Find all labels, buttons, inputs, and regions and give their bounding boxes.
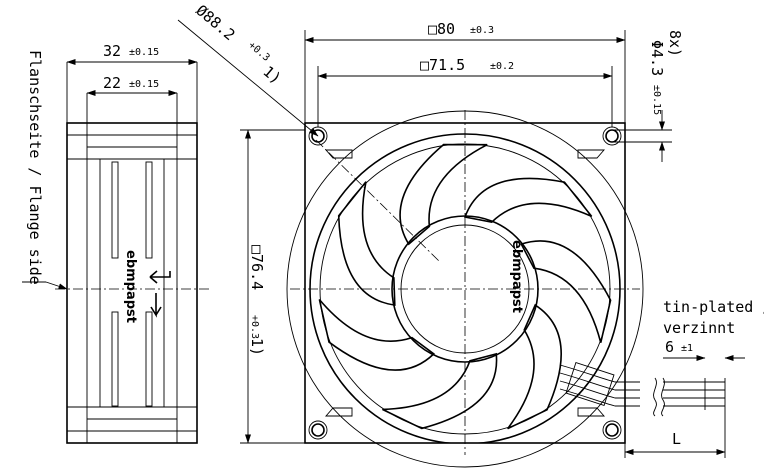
wire-note-line2: verzinnt: [663, 319, 735, 337]
side-slot: [145, 161, 153, 259]
fan-blade: [318, 298, 435, 371]
cable-wire: [559, 372, 640, 391]
holes-value: Φ4.3: [648, 40, 666, 76]
dim-inner-value: 22: [103, 74, 121, 92]
side-slot: [145, 311, 153, 407]
flange-side-leader: [45, 281, 68, 290]
break-mark: [653, 377, 657, 417]
break-mark: [661, 377, 665, 417]
wire-dim-value: 6: [665, 338, 674, 356]
side-housing-outline: [66, 122, 198, 444]
dim-inner-tol: ±0.15: [129, 79, 159, 90]
dim-vertical-note: 1): [248, 338, 266, 356]
side-view: ebmpapst 32 ±0.15 22 ±0.15 Flanschseite …: [22, 42, 210, 444]
fan-blades: [318, 143, 612, 430]
dia-leader: [177, 19, 319, 137]
dim-outer-tol: ±0.15: [129, 47, 159, 58]
fan-blade: [337, 181, 396, 306]
mounting-hole: [602, 420, 622, 440]
fan-blade: [463, 177, 593, 224]
dim-square-tol: ±0.3: [470, 25, 494, 36]
fan-blade: [399, 143, 488, 246]
dim-square-value: □80: [428, 20, 455, 38]
holes-count: 8x): [666, 30, 684, 57]
wire-dim-tol: ±1: [681, 343, 693, 354]
side-slot: [111, 161, 119, 259]
cable-wire: [559, 388, 640, 407]
wire-note-line1: tin-plated /: [663, 298, 764, 316]
side-slot: [111, 311, 119, 407]
lead-length-label: L: [672, 430, 681, 448]
dim-hole-spacing-tol: ±0.2: [490, 61, 514, 72]
dim-outer-value: 32: [103, 42, 121, 60]
front-view: ebmpapst □80 ±0.3 □71.5 ±0.2 Ø88.2 +0.3: [177, 1, 764, 468]
dia-fan-note: 1): [259, 62, 284, 87]
dim-vertical-tol: +0.3: [249, 315, 260, 339]
fan-blade: [520, 240, 612, 343]
fan-blade: [382, 352, 498, 430]
cable-guide: [565, 362, 615, 406]
airflow-arrow-icon: [150, 293, 162, 318]
side-logo: ebmpapst: [123, 250, 138, 323]
flange-side-label: Flanschseite / Flange side: [26, 50, 44, 285]
cable-wire: [559, 380, 640, 399]
dia-fan-tol: +0.3: [246, 40, 272, 64]
dim-vertical-value: □76.4: [248, 245, 266, 290]
holes-tol: ±0.15: [651, 85, 662, 115]
cable-wire: [559, 364, 640, 383]
rotation-arrow-icon: [149, 270, 171, 284]
front-logo: ebmpapst: [509, 240, 524, 313]
dim-hole-spacing-value: □71.5: [420, 56, 465, 74]
mounting-hole: [308, 420, 328, 440]
fan-blade: [507, 303, 562, 430]
